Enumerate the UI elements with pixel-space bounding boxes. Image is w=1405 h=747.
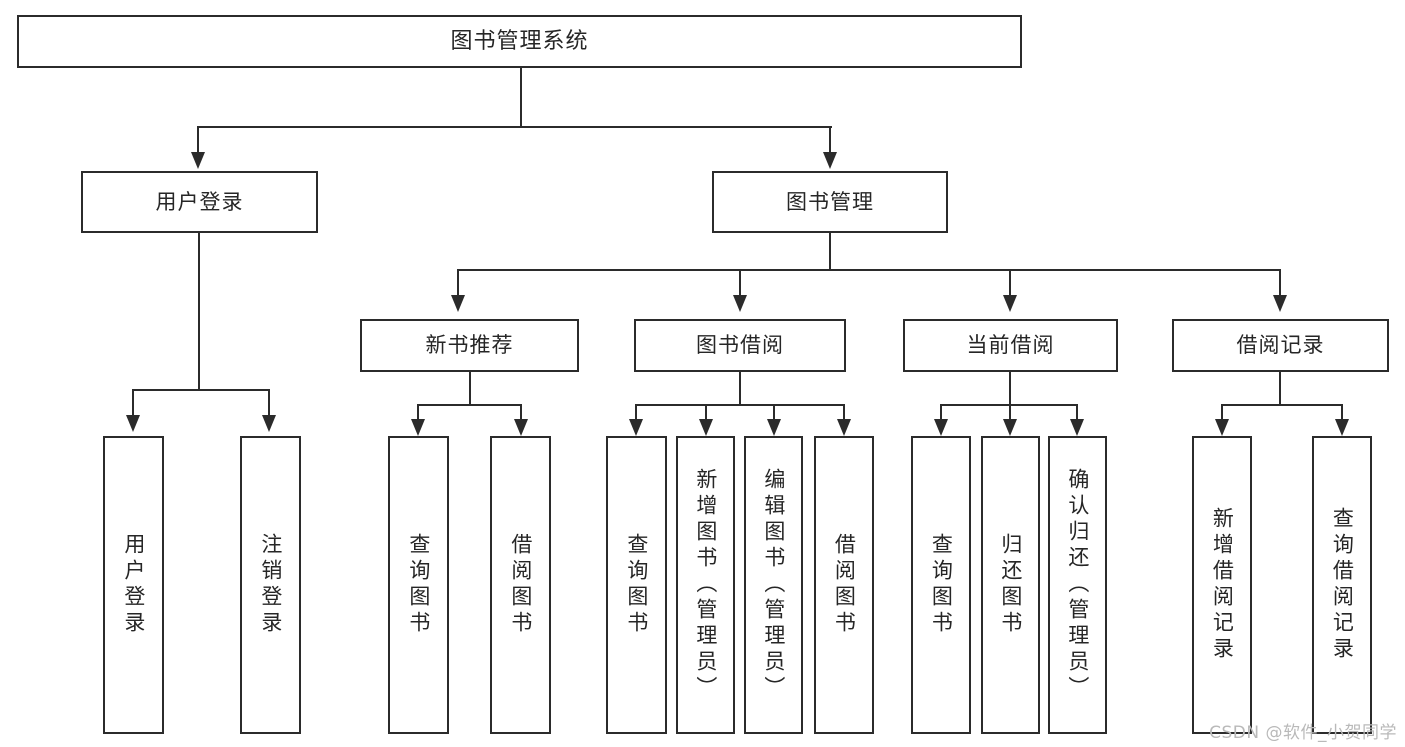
node-label: 借阅图书 — [508, 533, 533, 637]
node-book-borrow[interactable]: 图书借阅 — [634, 319, 846, 372]
arrowhead-book-borrow-leaf-2 — [699, 419, 713, 436]
node-label: 查询借阅记录 — [1330, 507, 1355, 663]
node-label: 用户登录 — [155, 189, 244, 214]
arrowhead-book-borrow-leaf-4 — [837, 419, 851, 436]
connector-new-book-stem — [469, 372, 471, 405]
node-label: 编辑图书（管理员） — [761, 468, 786, 702]
arrowhead-to-new-book — [451, 295, 465, 312]
connector-book-borrow-leaf-4 — [843, 404, 845, 426]
arrowhead-book-borrow-leaf-1 — [629, 419, 643, 436]
connector-borrow-record-leaf-2 — [1341, 404, 1343, 426]
connector-current-borrow-leaf-1 — [940, 404, 942, 426]
arrowhead-user-login-leaf-1 — [126, 415, 140, 432]
node-label: 注销登录 — [258, 533, 283, 637]
arrowhead-borrow-record-leaf-2 — [1335, 419, 1349, 436]
connector-root-bus — [197, 126, 832, 128]
connector-to-new-book — [457, 269, 459, 296]
node-label: 图书借阅 — [696, 333, 784, 358]
connector-root-to-user-login — [197, 126, 199, 153]
arrowhead-borrow-record-leaf-1 — [1215, 419, 1229, 436]
node-label: 借阅图书 — [832, 533, 857, 637]
connector-borrow-record-bus — [1221, 404, 1343, 406]
node-label: 新增借阅记录 — [1210, 507, 1235, 663]
leaf-borrow-book[interactable]: 借阅图书 — [814, 436, 874, 734]
arrowhead-to-current-borrow — [1003, 295, 1017, 312]
leaf-query-book-borrow[interactable]: 查询图书 — [606, 436, 667, 734]
connector-book-mgmt-bus — [457, 269, 1281, 271]
arrowhead-current-borrow-leaf-1 — [934, 419, 948, 436]
connector-user-login-to-leaf-2 — [268, 389, 270, 416]
node-label: 当前借阅 — [966, 333, 1055, 358]
connector-user-login-stem — [198, 233, 200, 390]
node-label: 图书管理系统 — [450, 28, 589, 54]
connector-book-mgmt-stem — [829, 233, 831, 271]
connector-root-to-book-mgmt — [829, 126, 831, 153]
node-borrow-record[interactable]: 借阅记录 — [1172, 319, 1389, 372]
node-label: 新增图书（管理员） — [693, 468, 718, 702]
connector-to-current-borrow — [1009, 269, 1011, 296]
leaf-add-borrow-record[interactable]: 新增借阅记录 — [1192, 436, 1252, 734]
connector-book-borrow-leaf-2 — [705, 404, 707, 426]
arrowhead-current-borrow-leaf-2 — [1003, 419, 1017, 436]
node-label: 新书推荐 — [425, 333, 514, 358]
node-label: 查询图书 — [929, 533, 954, 637]
connector-new-book-leaf-2 — [520, 404, 522, 426]
node-user-login[interactable]: 用户登录 — [81, 171, 318, 233]
connector-current-borrow-leaf-2 — [1009, 404, 1011, 426]
node-label: 归还图书 — [998, 533, 1023, 637]
arrowhead-user-login-leaf-2 — [262, 415, 276, 432]
connector-borrow-record-leaf-1 — [1221, 404, 1223, 426]
node-new-book-recommend[interactable]: 新书推荐 — [360, 319, 579, 372]
arrowhead-new-book-leaf-2 — [514, 419, 528, 436]
connector-current-borrow-stem — [1009, 372, 1011, 405]
watermark-text: CSDN @软件_小贺同学 — [1209, 723, 1397, 743]
leaf-return-book[interactable]: 归还图书 — [981, 436, 1040, 734]
arrowhead-to-book-borrow — [733, 295, 747, 312]
node-label: 查询图书 — [624, 533, 649, 637]
node-label: 确认归还（管理员） — [1065, 468, 1090, 702]
connector-root-stem — [520, 68, 522, 127]
leaf-logout[interactable]: 注销登录 — [240, 436, 301, 734]
leaf-query-book-recommend[interactable]: 查询图书 — [388, 436, 449, 734]
connector-book-borrow-bus — [635, 404, 845, 406]
leaf-confirm-return-admin[interactable]: 确认归还（管理员） — [1048, 436, 1107, 734]
connector-book-borrow-leaf-3 — [773, 404, 775, 426]
leaf-borrow-book-recommend[interactable]: 借阅图书 — [490, 436, 551, 734]
connector-book-borrow-leaf-1 — [635, 404, 637, 426]
node-root-system[interactable]: 图书管理系统 — [17, 15, 1022, 68]
arrowhead-book-borrow-leaf-3 — [767, 419, 781, 436]
connector-current-borrow-leaf-3 — [1076, 404, 1078, 426]
leaf-user-login[interactable]: 用户登录 — [103, 436, 164, 734]
node-label: 图书管理 — [786, 189, 874, 214]
node-book-management[interactable]: 图书管理 — [712, 171, 948, 233]
connector-new-book-leaf-1 — [417, 404, 419, 426]
connector-book-borrow-stem — [739, 372, 741, 405]
connector-borrow-record-stem — [1279, 372, 1281, 405]
node-label: 用户登录 — [121, 533, 146, 637]
arrowhead-to-book-mgmt — [823, 152, 837, 169]
leaf-add-book-admin[interactable]: 新增图书（管理员） — [676, 436, 735, 734]
connector-to-borrow-record — [1279, 269, 1281, 296]
connector-to-book-borrow — [739, 269, 741, 296]
arrowhead-new-book-leaf-1 — [411, 419, 425, 436]
connector-user-login-to-leaf-1 — [132, 389, 134, 416]
connector-new-book-bus — [417, 404, 522, 406]
leaf-query-book-current[interactable]: 查询图书 — [911, 436, 971, 734]
node-label: 查询图书 — [406, 533, 431, 637]
connector-user-login-bus — [132, 389, 269, 391]
leaf-edit-book-admin[interactable]: 编辑图书（管理员） — [744, 436, 803, 734]
node-current-borrow[interactable]: 当前借阅 — [903, 319, 1118, 372]
leaf-query-borrow-record[interactable]: 查询借阅记录 — [1312, 436, 1372, 734]
arrowhead-current-borrow-leaf-3 — [1070, 419, 1084, 436]
arrowhead-to-user-login — [191, 152, 205, 169]
node-label: 借阅记录 — [1236, 333, 1325, 358]
arrowhead-to-borrow-record — [1273, 295, 1287, 312]
